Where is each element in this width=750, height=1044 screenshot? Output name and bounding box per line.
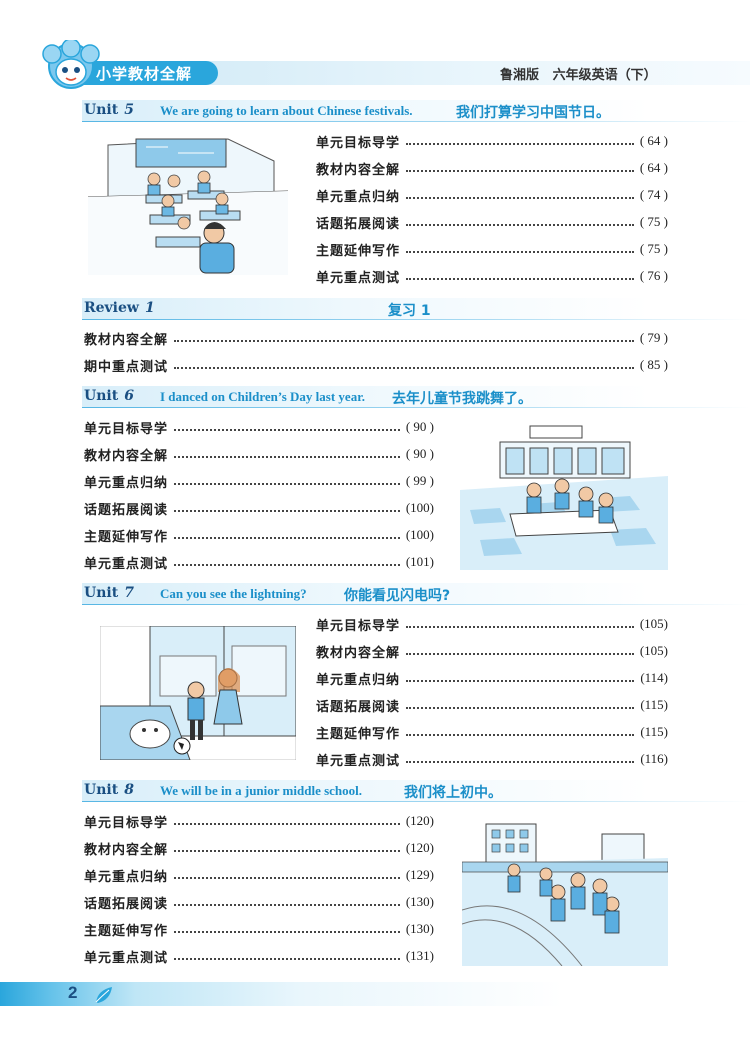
toc-row[interactable]: 教材内容全解( 64 )	[316, 160, 668, 178]
footer-band	[0, 982, 750, 1006]
unit-title-chinese: 我们将上初中。	[404, 785, 502, 801]
unit-title-chinese: 复习 1	[388, 303, 431, 319]
classroom-illustration	[88, 138, 288, 275]
toc-row[interactable]: 单元重点测试(101)	[84, 554, 434, 572]
toc-row[interactable]: 单元目标导学(120)	[84, 813, 434, 831]
toc-row[interactable]: 单元重点测试(116)	[316, 751, 668, 769]
unit-title-english: I danced on Children’s Day last year.	[160, 389, 366, 404]
header-book: 六年级英语（下）	[552, 68, 657, 83]
school-yard-illustration	[462, 820, 668, 966]
page-number: 2	[68, 983, 78, 1002]
toc-row[interactable]: 主题延伸写作(130)	[84, 921, 434, 939]
toc-row[interactable]: 单元目标导学(105)	[316, 616, 668, 634]
header-book-info: 鲁湘版 六年级英语（下）	[500, 64, 657, 83]
unit-title-english: We are going to learn about Chinese fest…	[160, 103, 413, 118]
toc-row[interactable]: 主题延伸写作(115)	[316, 724, 668, 742]
toc-row[interactable]: 教材内容全解(120)	[84, 840, 434, 858]
toc-row[interactable]: 话题拓展阅读(115)	[316, 697, 668, 715]
unit-title-chinese: 去年儿童节我跳舞了。	[392, 391, 532, 407]
unit-title-chinese: 你能看见闪电吗?	[344, 588, 451, 604]
toc-row[interactable]: 教材内容全解( 90 )	[84, 446, 434, 464]
toc-row[interactable]: 教材内容全解( 79 )	[84, 330, 668, 348]
toc-row[interactable]: 话题拓展阅读( 75 )	[316, 214, 668, 232]
header-title: 小学教材全解	[96, 65, 193, 83]
dance-room-illustration	[460, 420, 668, 570]
unit-title-chinese: 我们打算学习中国节日。	[456, 105, 610, 121]
leaf-icon	[95, 987, 112, 1003]
toc-row[interactable]: 单元重点测试( 76 )	[316, 268, 668, 286]
toc-row[interactable]: 单元目标导学( 64 )	[316, 133, 668, 151]
unit-title-english: Can you see the lightning?	[160, 586, 307, 601]
lightning-window-illustration	[100, 626, 296, 760]
header-title-tab	[78, 61, 218, 85]
toc-row[interactable]: 单元重点归纳( 99 )	[84, 473, 434, 491]
toc-row[interactable]: 教材内容全解(105)	[316, 643, 668, 661]
toc-row[interactable]: 单元重点归纳(114)	[316, 670, 668, 688]
toc-row[interactable]: 单元目标导学( 90 )	[84, 419, 434, 437]
toc-row[interactable]: 话题拓展阅读(100)	[84, 500, 434, 518]
toc-row[interactable]: 单元重点测试(131)	[84, 948, 434, 966]
toc-row[interactable]: 主题延伸写作( 75 )	[316, 241, 668, 259]
mascot-logo-icon	[42, 40, 100, 89]
header-edition: 鲁湘版	[500, 68, 540, 83]
toc-row[interactable]: 话题拓展阅读(130)	[84, 894, 434, 912]
unit-title-english: We will be in a junior middle school.	[160, 783, 363, 798]
toc-row[interactable]: 主题延伸写作(100)	[84, 527, 434, 545]
toc-row[interactable]: 单元重点归纳( 74 )	[316, 187, 668, 205]
toc-row[interactable]: 单元重点归纳(129)	[84, 867, 434, 885]
toc-row[interactable]: 期中重点测试( 85 )	[84, 357, 668, 375]
